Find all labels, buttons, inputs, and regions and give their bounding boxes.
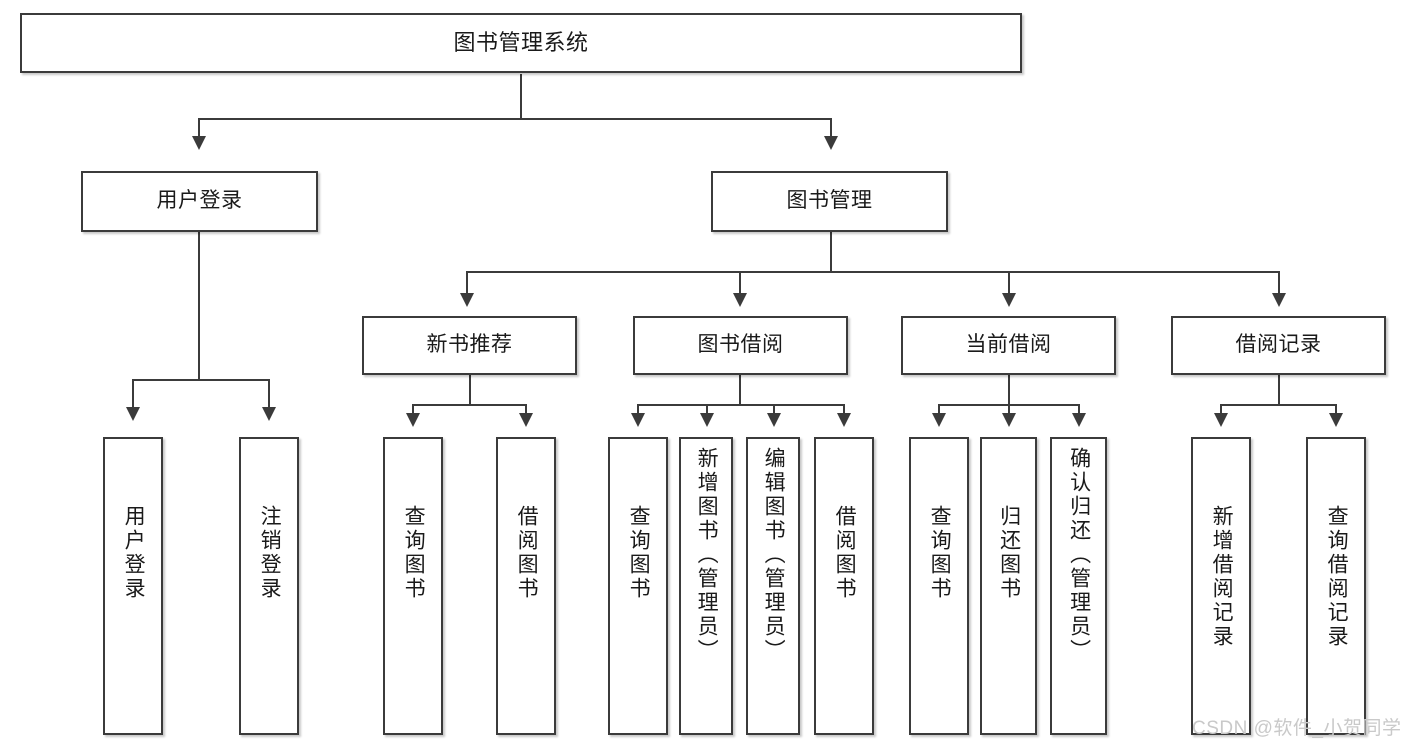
connector-root-bus <box>198 118 832 120</box>
leaf-label: 新增图书（管理员） <box>695 447 719 663</box>
connector-currentborrow-branch-3 <box>1078 404 1080 415</box>
arrow-borrowrecord-leaf-1 <box>1214 413 1228 427</box>
arrow-newbook-leaf-1 <box>406 413 420 427</box>
arrow-bookmgmt-to-new-book <box>460 293 474 307</box>
connector-borrowrecord-branch-1 <box>1220 404 1222 415</box>
leaf-label: 用户登录 <box>122 505 146 601</box>
connector-bookmgmt-branch-3 <box>1008 271 1010 295</box>
leaf-edit-book-admin[interactable]: 编辑图书（管理员） <box>746 437 800 735</box>
node-label: 用户登录 <box>156 189 243 213</box>
arrow-bookmgmt-to-current-borrow <box>1002 293 1016 307</box>
node-borrow-record[interactable]: 借阅记录 <box>1171 316 1386 375</box>
leaf-borrow-book-recommend[interactable]: 借阅图书 <box>496 437 556 735</box>
connector-bookborrow-branch-2 <box>706 404 708 415</box>
arrow-borrowrecord-leaf-2 <box>1329 413 1343 427</box>
connector-currentborrow-branch-1 <box>938 404 940 415</box>
connector-root-to-user-login <box>198 118 200 138</box>
leaf-add-book-admin[interactable]: 新增图书（管理员） <box>679 437 733 735</box>
connector-userlogin-branch-1 <box>132 379 134 409</box>
connector-bookmgmt-branch-1 <box>466 271 468 295</box>
arrow-userlogin-leaf-1 <box>126 407 140 421</box>
arrow-bookmgmt-to-book-borrow <box>733 293 747 307</box>
node-label: 新书推荐 <box>426 333 513 357</box>
leaf-label: 归还图书 <box>997 505 1021 601</box>
node-root-book-management-system[interactable]: 图书管理系统 <box>20 13 1022 73</box>
connector-borrowrecord-bus <box>1220 404 1337 406</box>
leaf-logout[interactable]: 注销登录 <box>239 437 299 735</box>
node-label: 借阅记录 <box>1235 333 1322 357</box>
connector-currentborrow-stem <box>1008 375 1010 405</box>
node-label: 当前借阅 <box>965 333 1052 357</box>
connector-bookborrow-branch-4 <box>843 404 845 415</box>
connector-currentborrow-branch-2 <box>1008 404 1010 415</box>
csdn-watermark: CSDN @软件_小贺同学 <box>1192 718 1402 739</box>
connector-bookborrow-branch-1 <box>637 404 639 415</box>
arrow-userlogin-leaf-2 <box>262 407 276 421</box>
arrow-bookmgmt-to-borrow-record <box>1272 293 1286 307</box>
node-book-management[interactable]: 图书管理 <box>711 171 948 232</box>
leaf-label: 借阅图书 <box>515 505 539 601</box>
leaf-user-login[interactable]: 用户登录 <box>103 437 163 735</box>
connector-userlogin-branch-2 <box>268 379 270 409</box>
arrow-currentborrow-leaf-1 <box>932 413 946 427</box>
leaf-add-borrow-record[interactable]: 新增借阅记录 <box>1191 437 1251 735</box>
arrow-root-to-book-mgmt <box>824 136 838 150</box>
leaf-query-borrow-record[interactable]: 查询借阅记录 <box>1306 437 1366 735</box>
leaf-confirm-return-admin[interactable]: 确认归还（管理员） <box>1050 437 1107 735</box>
leaf-label: 确认归还（管理员） <box>1067 447 1091 663</box>
connector-bookborrow-bus <box>637 404 845 406</box>
connector-newbook-stem <box>469 375 471 405</box>
connector-userlogin-stem <box>198 232 200 380</box>
connector-newbook-branch-1 <box>412 404 414 415</box>
arrow-root-to-user-login <box>192 136 206 150</box>
connector-bookmgmt-branch-2 <box>739 271 741 295</box>
leaf-label: 查询图书 <box>928 505 952 601</box>
leaf-label: 注销登录 <box>258 505 282 601</box>
arrow-currentborrow-leaf-2 <box>1002 413 1016 427</box>
arrow-bookborrow-leaf-1 <box>631 413 645 427</box>
connector-bookborrow-stem <box>739 375 741 405</box>
connector-borrowrecord-stem <box>1278 375 1280 405</box>
node-label: 图书管理 <box>786 189 873 213</box>
arrow-bookborrow-leaf-4 <box>837 413 851 427</box>
leaf-label: 借阅图书 <box>833 505 857 601</box>
connector-newbook-bus <box>412 404 527 406</box>
arrow-bookborrow-leaf-3 <box>767 413 781 427</box>
connector-bookmgmt-bus <box>466 271 1280 273</box>
connector-root-to-book-mgmt <box>830 118 832 138</box>
leaf-query-book-current[interactable]: 查询图书 <box>909 437 969 735</box>
leaf-query-book-recommend[interactable]: 查询图书 <box>383 437 443 735</box>
connector-root-stem <box>520 74 522 119</box>
connector-bookmgmt-branch-4 <box>1278 271 1280 295</box>
leaf-label: 编辑图书（管理员） <box>762 447 786 663</box>
connector-bookmgmt-stem <box>830 232 832 272</box>
leaf-label: 新增借阅记录 <box>1210 505 1234 649</box>
leaf-label: 查询图书 <box>627 505 651 601</box>
arrow-bookborrow-leaf-2 <box>700 413 714 427</box>
leaf-label: 查询借阅记录 <box>1325 505 1349 649</box>
arrow-currentborrow-leaf-3 <box>1072 413 1086 427</box>
node-new-book-recommend[interactable]: 新书推荐 <box>362 316 577 375</box>
connector-bookborrow-branch-3 <box>773 404 775 415</box>
leaf-label: 查询图书 <box>402 505 426 601</box>
node-book-borrow[interactable]: 图书借阅 <box>633 316 848 375</box>
connector-userlogin-bus <box>132 379 268 381</box>
connector-newbook-branch-2 <box>525 404 527 415</box>
node-current-borrow[interactable]: 当前借阅 <box>901 316 1116 375</box>
connector-borrowrecord-branch-2 <box>1335 404 1337 415</box>
node-user-login[interactable]: 用户登录 <box>81 171 318 232</box>
leaf-return-book[interactable]: 归还图书 <box>980 437 1037 735</box>
arrow-newbook-leaf-2 <box>519 413 533 427</box>
leaf-query-book-borrow[interactable]: 查询图书 <box>608 437 668 735</box>
node-label: 图书管理系统 <box>453 30 589 56</box>
node-label: 图书借阅 <box>697 333 784 357</box>
leaf-borrow-book[interactable]: 借阅图书 <box>814 437 874 735</box>
